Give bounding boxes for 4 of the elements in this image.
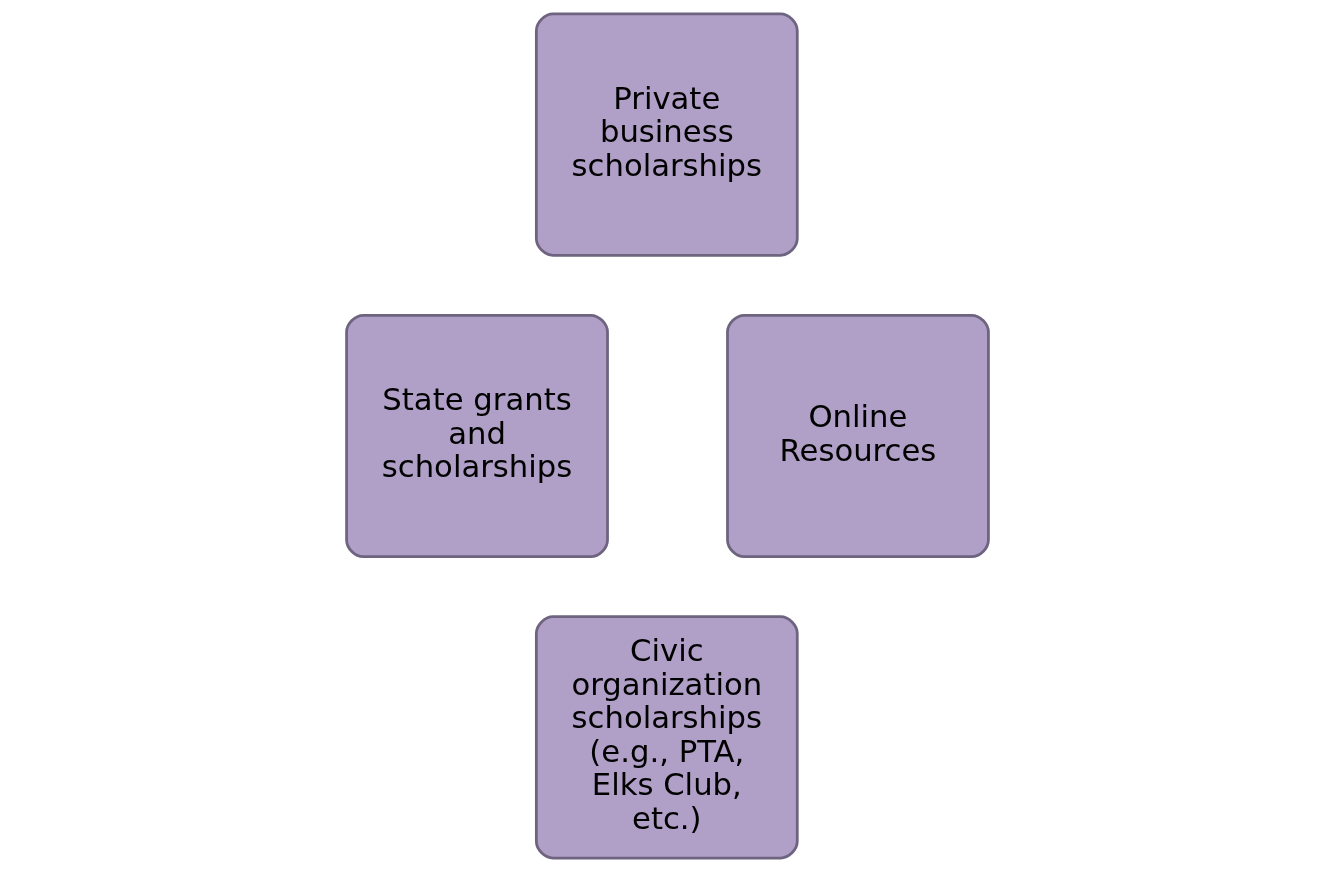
node-box: State grants and scholarships <box>345 313 609 559</box>
node-box: Private business scholarships <box>534 12 799 257</box>
node-box: Civic organization scholarships (e.g., PTA, Elks Club, etc.) <box>534 615 799 860</box>
node-box: Online Resources <box>726 313 990 559</box>
